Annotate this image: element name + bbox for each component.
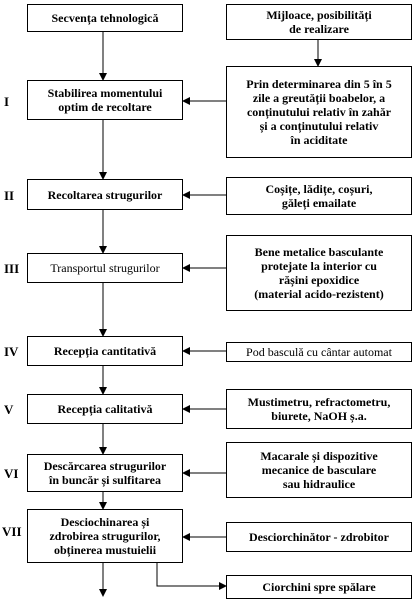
stage-numeral-vii: VII <box>2 524 22 539</box>
stage-numeral-v: V <box>4 402 14 417</box>
output-ciorchini-label: Ciorchini spre spălare <box>262 580 376 594</box>
step-box-iv: Recepția cantitativă <box>27 336 183 366</box>
step-i-line2: optim de recoltare <box>58 100 152 114</box>
stage-numeral-ii: II <box>4 188 15 203</box>
header-means-line2: de realizare <box>289 22 349 36</box>
means-i-line1: Prin determinarea din 5 în 5 <box>246 77 392 91</box>
step-box-vii: Desciochinarea și zdrobirea strugurilor,… <box>27 509 183 563</box>
stage-numeral-vi: VI <box>4 466 19 481</box>
means-box-i: Prin determinarea din 5 în 5 zile a greu… <box>226 66 412 158</box>
header-means-box: Mijloace, posibilități de realizare <box>226 4 412 40</box>
step-ii-line1: Recoltarea strugurilor <box>47 187 163 202</box>
stage-numeral-iv: IV <box>4 344 19 359</box>
header-sequence-box: Secvența tehnologică <box>27 4 183 32</box>
step-iii-line1: Transportul strugurilor <box>50 261 160 275</box>
output-ciorchini-box: Ciorchini spre spălare <box>226 575 412 599</box>
means-i-line2: zile a greutății boabelor, a <box>252 91 386 105</box>
step-vi-line1: Descărcarea strugurilor <box>43 459 167 473</box>
header-sequence-label: Secvența tehnologică <box>51 11 159 25</box>
means-vi-line2: mecanice de basculare <box>261 463 377 477</box>
means-iv-line1: Pod basculă cu cântar automat <box>246 345 392 359</box>
step-box-ii: Recoltarea strugurilor <box>27 179 183 210</box>
step-i-line1: Stabilirea momentului <box>47 86 163 100</box>
step-vi-line2: în buncăr și sulfitarea <box>49 473 161 487</box>
means-iii-line4: (material acido-rezistent) <box>254 287 384 301</box>
stage-numeral-iii: III <box>4 261 20 276</box>
step-box-i: Stabilirea momentului optim de recoltare <box>27 80 183 120</box>
means-ii-line2: găleți emailate <box>281 196 357 210</box>
means-iii-line1: Bene metalice basculante <box>254 245 384 259</box>
means-v-line1: Mustimetru, refractometru, <box>247 395 391 409</box>
means-box-iv: Pod basculă cu cântar automat <box>226 342 412 362</box>
means-i-line4: și a conținutului relativ <box>259 119 379 133</box>
step-iv-line1: Recepția cantitativă <box>53 344 157 358</box>
means-vi-line3: sau hidraulice <box>282 477 356 491</box>
means-ii-line1: Coșițe, lădițe, coșuri, <box>265 182 373 196</box>
means-box-vi: Macarale și dispozitive mecanice de basc… <box>226 442 412 498</box>
means-box-ii: Coșițe, lădițe, coșuri, găleți emailate <box>226 177 412 215</box>
step-vii-line2: zdrobirea strugurilor, <box>49 529 161 543</box>
means-vii-line1: Desciorchinător - zdrobitor <box>249 530 389 544</box>
means-vi-line1: Macarale și dispozitive <box>260 449 378 463</box>
header-means-line1: Mijloace, posibilități <box>266 8 372 22</box>
step-vii-line1: Desciochinarea și <box>60 515 150 529</box>
means-box-iii: Bene metalice basculante protejate la in… <box>226 235 412 311</box>
step-box-vi: Descărcarea strugurilor în buncăr și sul… <box>27 454 183 492</box>
means-iii-line3: rășini epoxidice <box>278 273 360 287</box>
step-box-v: Recepția calitativă <box>27 394 183 424</box>
means-box-vii: Desciorchinător - zdrobitor <box>226 522 412 552</box>
means-iii-line2: protejate la interior cu <box>261 259 377 273</box>
means-v-line2: biurete, NaOH ș.a. <box>271 409 367 423</box>
step-vii-line3: obținerea mustuielii <box>53 543 157 557</box>
step-v-line1: Recepția calitativă <box>57 402 153 416</box>
means-box-v: Mustimetru, refractometru, biurete, NaOH… <box>226 389 412 429</box>
means-i-line5: în aciditate <box>290 133 348 147</box>
means-i-line3: conținutului relativ în zahăr <box>246 105 392 119</box>
step-box-iii: Transportul strugurilor <box>27 253 183 283</box>
arrow-vii-to-ciorchini <box>156 563 227 590</box>
stage-numeral-i: I <box>4 94 10 109</box>
